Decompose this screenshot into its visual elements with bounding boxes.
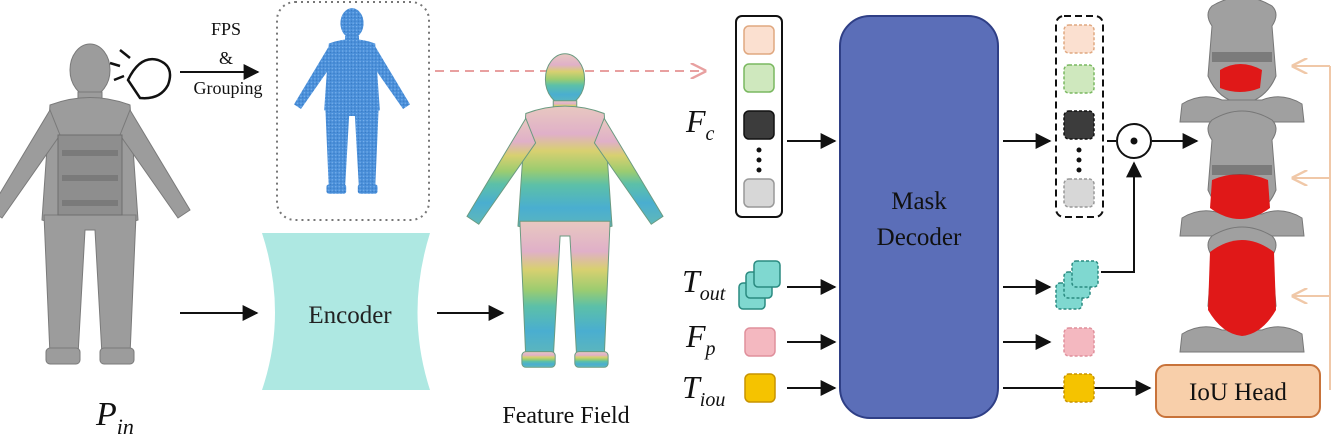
feature-field-figure	[466, 53, 664, 368]
decoder-label: Decoder	[877, 224, 962, 251]
fc-token-peach	[743, 25, 775, 55]
mask-result-1	[1179, 0, 1305, 123]
feature-field-label: Feature Field	[502, 403, 629, 429]
out-token-green	[1063, 64, 1095, 94]
fc-token-dark	[743, 110, 775, 140]
out-token-dark	[1063, 110, 1095, 140]
tout-token-stack	[738, 260, 781, 310]
fps-label: FPS	[211, 19, 241, 39]
ampersand-label: &	[219, 48, 233, 68]
fc-token-green	[743, 63, 775, 93]
out-fp-token	[1063, 327, 1095, 357]
fc-label: Fc	[685, 103, 715, 145]
point-cloud-figure	[294, 8, 410, 194]
fp-token	[744, 327, 776, 357]
iou-head-label: IoU Head	[1189, 379, 1287, 406]
encoder-block	[262, 233, 430, 390]
tout-label: Tout	[682, 263, 726, 305]
mask-result-3	[1179, 226, 1305, 353]
fc-ellipsis	[756, 147, 762, 173]
fp-label: Fp	[685, 318, 716, 360]
pointer-hand-icon	[109, 49, 172, 100]
iou-head-block	[1155, 364, 1321, 418]
out-tout-token-stack	[1055, 260, 1099, 310]
p-in-label: Pin	[95, 396, 134, 438]
dot-product-center	[1130, 137, 1138, 145]
out-ellipsis	[1076, 147, 1082, 173]
tout-to-dot-arrow	[1101, 161, 1142, 273]
out-token-peach	[1063, 24, 1095, 54]
tiou-token	[744, 373, 776, 403]
fc-token-gray	[743, 178, 775, 208]
mask-label: Mask	[891, 188, 947, 215]
mask-decoder-block	[839, 15, 999, 419]
grouping-label: Grouping	[194, 78, 263, 98]
tiou-label: Tiou	[682, 369, 725, 411]
input-mesh-figure	[0, 43, 191, 365]
mask-result-2	[1179, 110, 1305, 237]
encoder-label: Encoder	[308, 302, 392, 329]
point-cloud-box	[276, 1, 430, 221]
out-tiou-token	[1063, 373, 1095, 403]
out-token-gray	[1063, 178, 1095, 208]
